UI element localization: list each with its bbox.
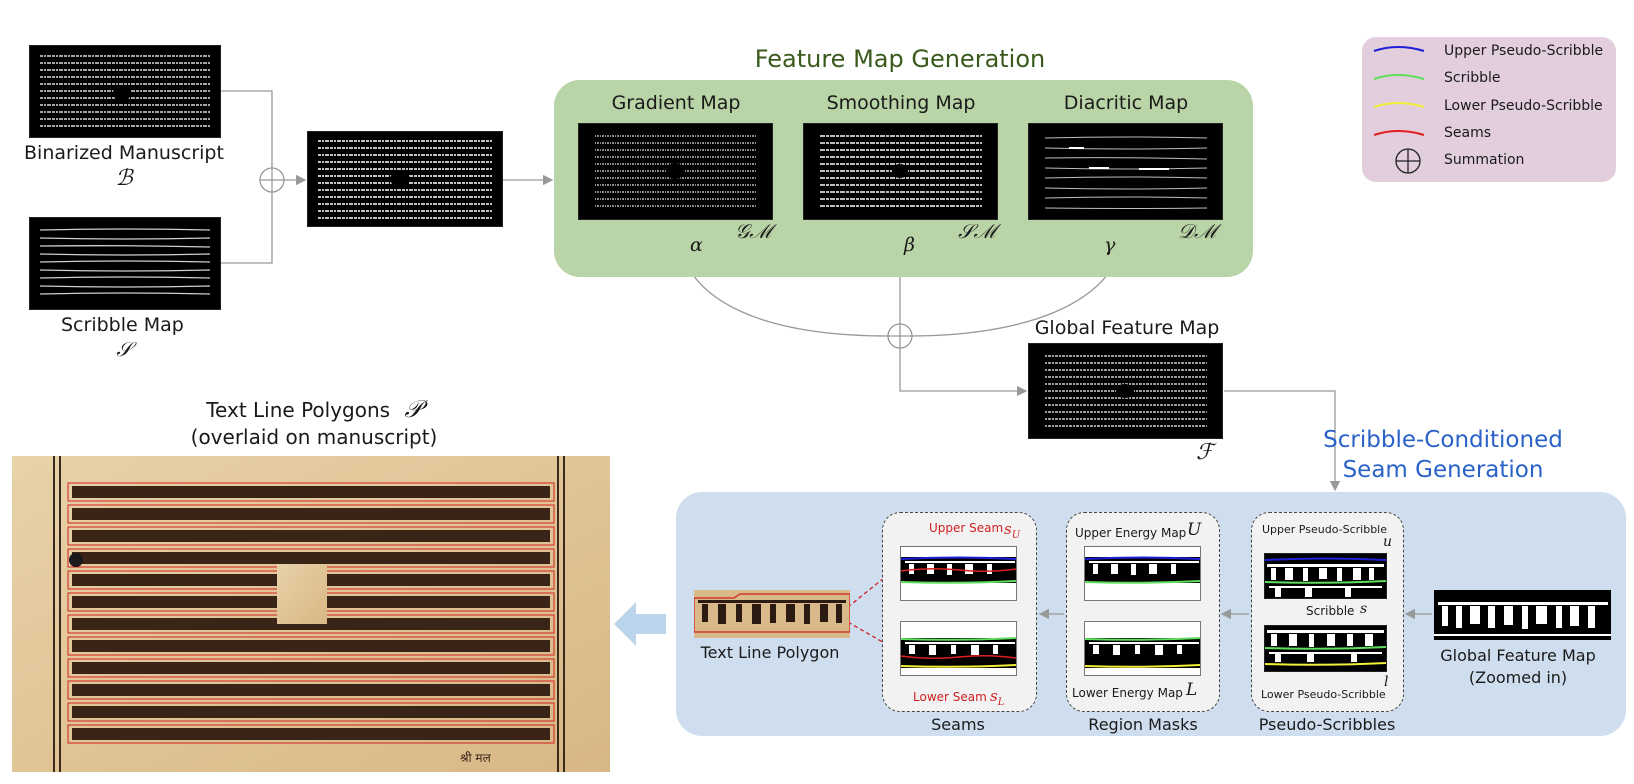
scribble-map-image <box>29 217 221 310</box>
legend-lower-swatch <box>1373 102 1425 108</box>
upper-energy-label: Upper Energy Map <box>1075 526 1187 540</box>
diacritic-symbol: 𝒟ℳ <box>1178 219 1217 243</box>
weighted-summation-icon <box>887 323 913 349</box>
legend-scribble-swatch <box>1373 74 1425 80</box>
legend-panel <box>1362 37 1616 182</box>
binarized-symbol: ℬ <box>115 166 133 191</box>
upper-energy-image <box>1084 546 1201 601</box>
lower-energy-symbol: L <box>1186 680 1198 700</box>
manuscript-footer-text: श्री मल <box>460 751 491 765</box>
smoothing-symbol: 𝒮ℳ <box>958 219 996 243</box>
global-to-seam-arrow <box>1224 390 1341 492</box>
global-feature-map-image <box>1028 343 1223 439</box>
output-subtitle: (overlaid on manuscript) <box>190 425 438 449</box>
diacritic-weight: γ <box>1104 234 1116 256</box>
scribble-symbol: 𝒮 <box>116 337 132 361</box>
output-arrow-icon <box>614 602 666 646</box>
manuscript-output-image <box>12 456 610 772</box>
seams-caption: Seams <box>931 715 985 734</box>
seam-generation-title-1: Scribble-Conditioned <box>1323 427 1563 453</box>
upper-energy-symbol: U <box>1187 520 1202 540</box>
summation-icon <box>259 167 285 193</box>
output-symbol: 𝒫 <box>404 395 422 423</box>
legend-seams-label: Seams <box>1444 125 1492 141</box>
diacritic-map-image <box>1028 123 1223 220</box>
smoothing-map-label: Smoothing Map <box>826 92 976 114</box>
global-feature-symbol: ℱ <box>1196 440 1214 465</box>
upper-seam-label: Upper Seam <box>929 521 1004 535</box>
legend-scribble-label: Scribble <box>1444 70 1501 86</box>
scribble-map-label: Scribble Map <box>61 314 184 336</box>
pseudo-lower-label: Lower Pseudo-Scribble <box>1261 688 1386 701</box>
scribble-to-sum-line <box>221 190 273 264</box>
smoothing-map-image <box>803 123 998 220</box>
feature-map-generation-title: Feature Map Generation <box>754 45 1046 73</box>
legend-upper-swatch <box>1373 46 1425 52</box>
combined-input-image <box>307 131 503 227</box>
diacritic-map-label: Diacritic Map <box>1063 92 1189 114</box>
lower-seam-symbol: sL <box>990 687 1005 708</box>
lower-energy-label: Lower Energy Map <box>1072 686 1183 700</box>
pseudo-upper-symbol: u <box>1383 534 1393 550</box>
text-line-polygon-label: Text Line Polygon <box>700 643 840 662</box>
legend-lower-label: Lower Pseudo-Scribble <box>1444 98 1603 114</box>
pseudo-scribbles-box <box>1251 512 1404 712</box>
pseudo-scribble-label: Scribble <box>1306 604 1355 618</box>
smoothing-weight: β <box>904 234 915 256</box>
gradient-map-image <box>578 123 773 220</box>
pseudo-upper-label: Upper Pseudo-Scribble <box>1262 523 1387 536</box>
zoomed-global-feature-map-image <box>1434 590 1611 640</box>
pseudo-lower-image <box>1264 625 1387 672</box>
legend-seam-swatch <box>1373 130 1425 136</box>
region-masks-box <box>1066 512 1220 712</box>
binarized-manuscript-label: Binarized Manuscript <box>24 142 224 164</box>
region-masks-caption: Region Masks <box>1088 715 1198 734</box>
legend-upper-label: Upper Pseudo-Scribble <box>1444 43 1604 59</box>
gradient-weight: α <box>690 234 703 256</box>
lower-seam-label: Lower Seam <box>913 690 987 704</box>
pseudo-lower-symbol: l <box>1384 674 1389 690</box>
legend-summation-icon <box>1395 148 1421 174</box>
pseudo-scribbles-caption: Pseudo-Scribbles <box>1258 715 1396 734</box>
global-feature-map-label: Global Feature Map <box>1034 317 1220 339</box>
zoomed-global-label-1: Global Feature Map <box>1440 646 1596 665</box>
text-line-polygon-image <box>693 590 851 638</box>
gradient-symbol: 𝒢ℳ <box>735 219 772 243</box>
legend-summation-label: Summation <box>1444 152 1525 168</box>
upper-seam-symbol: sU <box>1004 520 1021 541</box>
seam-generation-title-2: Seam Generation <box>1342 457 1544 483</box>
legend-swatches <box>1373 46 1425 174</box>
pseudo-scribble-symbol: 𝑠 <box>1360 601 1368 617</box>
binarized-manuscript-image <box>29 45 221 138</box>
zoomed-global-label-2: (Zoomed in) <box>1468 668 1568 687</box>
lower-seam-image <box>900 621 1017 676</box>
output-title: Text Line Polygons 𝒫 <box>206 395 422 423</box>
lower-energy-image <box>1084 621 1201 676</box>
gradient-map-label: Gradient Map <box>611 92 741 114</box>
sum-to-global-arrow <box>899 347 1028 397</box>
upper-seam-image <box>900 546 1017 601</box>
seams-box <box>882 512 1037 712</box>
pseudo-upper-image <box>1264 553 1387 599</box>
binarized-to-sum-line <box>221 90 273 176</box>
